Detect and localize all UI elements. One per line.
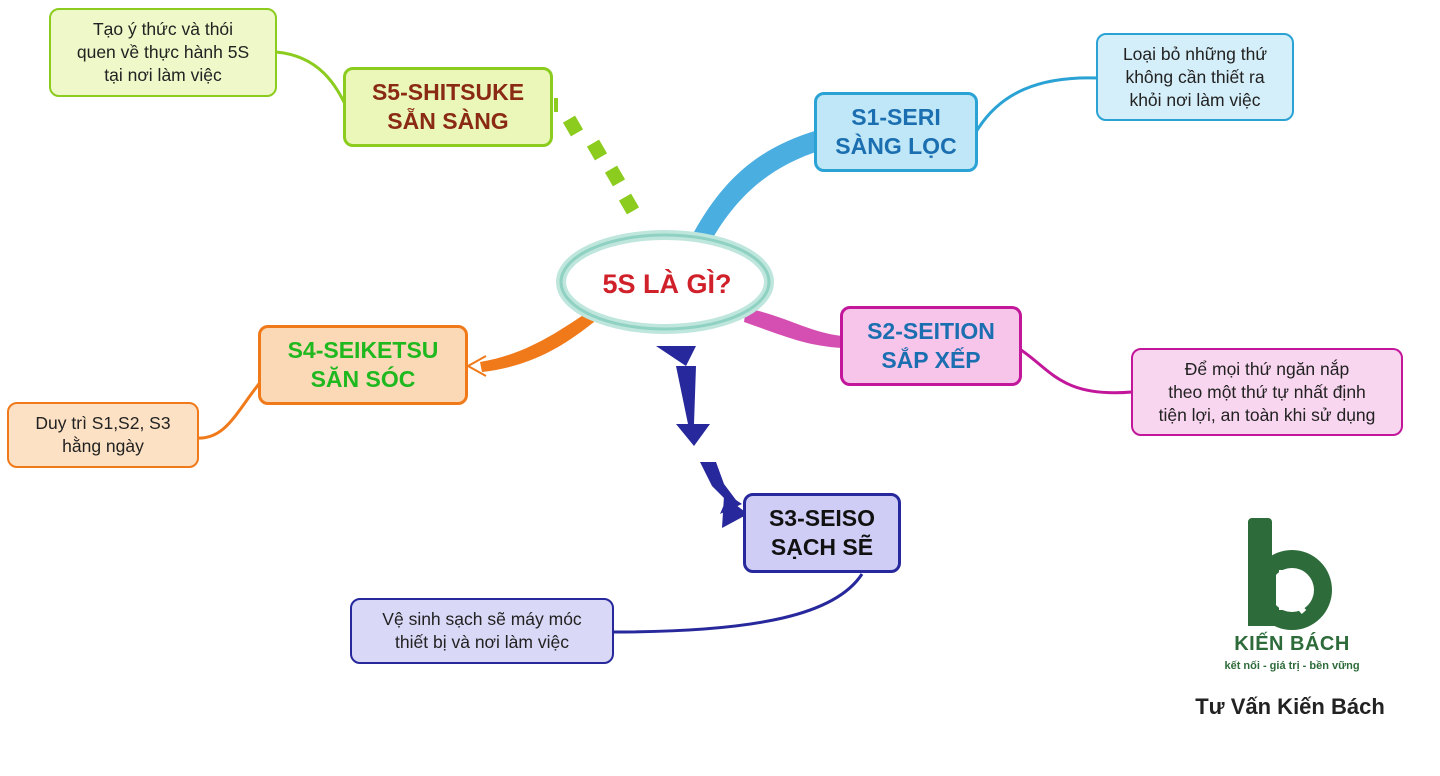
s4-branch bbox=[480, 312, 594, 372]
s4-desc-connector bbox=[195, 379, 264, 440]
s3-subtitle: SẠCH SẼ bbox=[770, 534, 874, 560]
s3-branch bbox=[656, 346, 748, 528]
s3-desc-line: thiết bị và nơi làm việc bbox=[395, 632, 569, 652]
s4-description: Duy trì S1,S2, S3 hằng ngày bbox=[7, 402, 199, 468]
s4-desc-line: Duy trì S1,S2, S3 bbox=[35, 413, 171, 433]
center-title: 5S LÀ GÌ? bbox=[602, 269, 732, 299]
logo-name: KIẾN BÁCH bbox=[1234, 633, 1350, 655]
s3-desc-connector bbox=[611, 573, 864, 634]
s5-desc-line: Tạo ý thức và thói bbox=[92, 19, 234, 39]
s1-desc-connector bbox=[974, 76, 1099, 133]
s1-node: S1-SERI SÀNG LỌC bbox=[814, 92, 978, 172]
s5-desc-line: tại nơi làm việc bbox=[104, 65, 222, 85]
s1-desc-line: khỏi nơi làm việc bbox=[1129, 89, 1261, 110]
s1-description: Loại bỏ những thứ không cần thiết ra khỏ… bbox=[1096, 33, 1294, 121]
s3-title: S3-SEISO bbox=[768, 505, 876, 531]
s4-subtitle: SĂN SÓC bbox=[310, 366, 416, 392]
s3-node: S3-SEISO SẠCH SẼ bbox=[743, 493, 901, 573]
s4-node: S4-SEIKETSU SĂN SÓC bbox=[258, 325, 468, 405]
s1-subtitle: SÀNG LỌC bbox=[835, 133, 957, 159]
center-node bbox=[556, 230, 774, 334]
s1-desc-line: Loại bỏ những thứ bbox=[1122, 43, 1268, 64]
s2-branch bbox=[744, 308, 842, 348]
s3-desc-line: Vệ sinh sạch sẽ máy móc bbox=[382, 609, 582, 629]
s2-subtitle: SẮP XẾP bbox=[881, 347, 981, 373]
s2-node: S2-SEITION SẮP XẾP bbox=[840, 306, 1022, 386]
s1-desc-line: không cần thiết ra bbox=[1125, 66, 1265, 87]
s4-desc-line: hằng ngày bbox=[62, 436, 144, 456]
s2-desc-line: theo một thứ tự nhất định bbox=[1168, 381, 1366, 402]
s5-node: S5-SHITSUKE SẴN SÀNG bbox=[343, 67, 553, 147]
s5-desc-connector bbox=[275, 50, 348, 107]
brand-name: Tư Vấn Kiến Bách bbox=[1195, 694, 1385, 719]
s2-desc-line: Để mọi thứ ngăn nắp bbox=[1184, 358, 1350, 379]
s5-title: S5-SHITSUKE bbox=[371, 79, 525, 105]
s5-branch bbox=[562, 115, 640, 215]
s1-branch bbox=[694, 130, 822, 236]
s2-desc-connector bbox=[1017, 346, 1133, 395]
s5-subtitle: SẴN SÀNG bbox=[387, 108, 509, 134]
s5-desc-line: quen về thực hành 5S bbox=[76, 42, 250, 62]
s2-description: Để mọi thứ ngăn nắp theo một thứ tự nhất… bbox=[1131, 348, 1403, 436]
s1-title: S1-SERI bbox=[851, 104, 941, 130]
logo-mark bbox=[1248, 518, 1332, 630]
s4-arrowhead bbox=[465, 355, 487, 377]
s5-description: Tạo ý thức và thói quen về thực hành 5S … bbox=[49, 8, 277, 97]
logo-tagline: kết nối - giá trị - bền vững bbox=[1224, 660, 1360, 672]
s3-description: Vệ sinh sạch sẽ máy móc thiết bị và nơi … bbox=[350, 598, 614, 664]
s2-desc-line: tiện lợi, an toàn khi sử dụng bbox=[1158, 404, 1376, 425]
s4-title: S4-SEIKETSU bbox=[287, 337, 439, 363]
s2-title: S2-SEITION bbox=[867, 318, 995, 344]
